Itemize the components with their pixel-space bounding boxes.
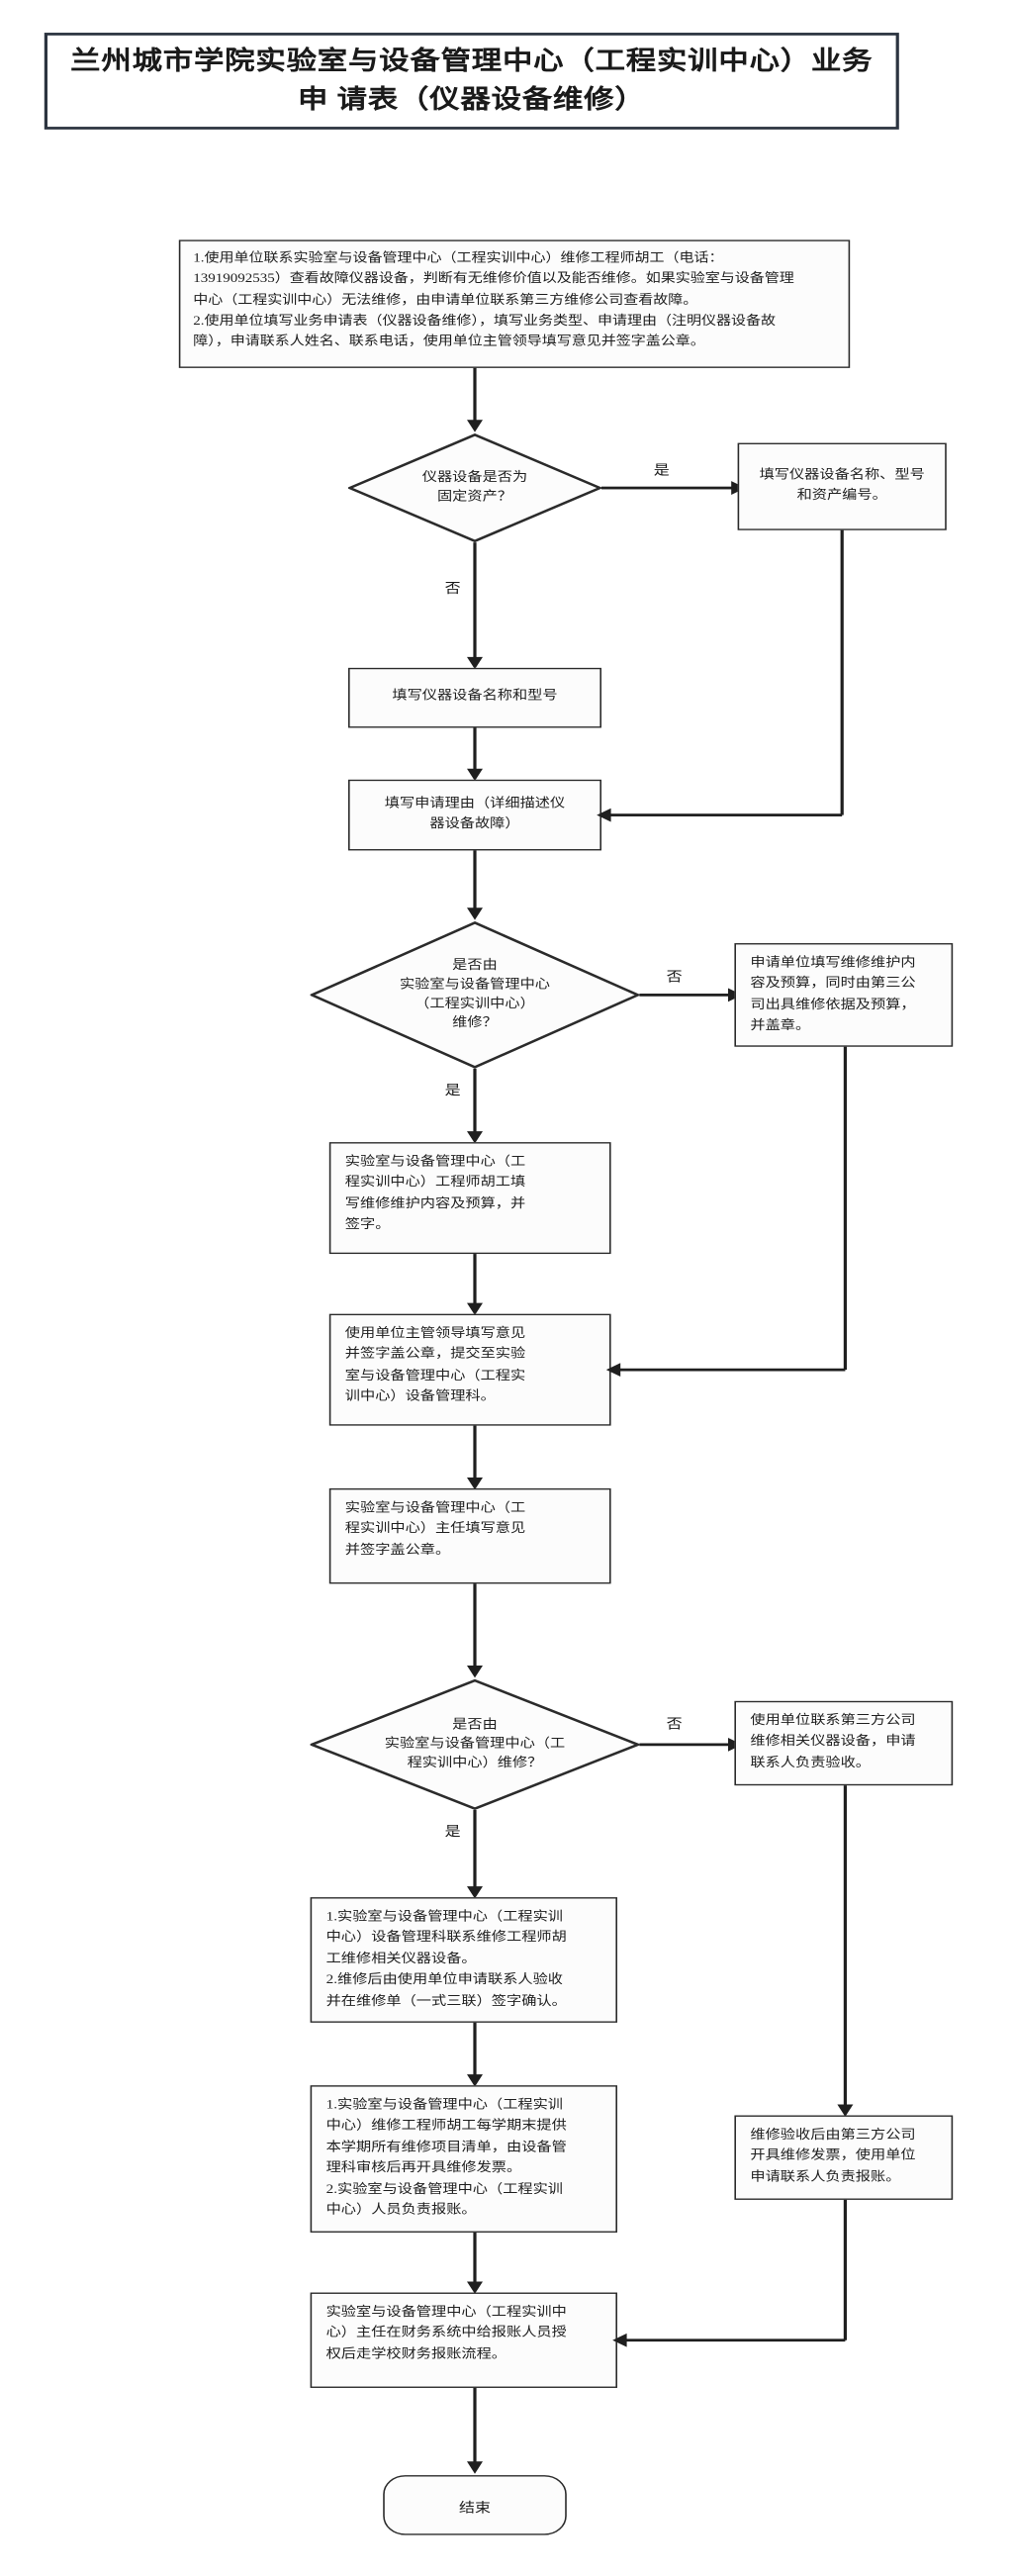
node-invoice-process-label: 1.实验室与设备管理中心（工程实训 中心）维修工程师胡工每学期末提供 本学期所有… [325,2098,567,2218]
edge-reason-to-decision2 [473,850,477,911]
edge-budget-to-leader [473,1254,477,1306]
node-third-party-quote-label: 申请单位填写维修维护内 容及预算，同时由第三公 司出具维修依据及预算， 并盖章。 [750,956,916,1034]
arrowhead-third-party-repair-down [837,2104,854,2117]
edge-decision1-yes [601,486,738,490]
edge-name-model-to-reason [473,727,477,772]
node-fill-asset-info[interactable]: 填写仪器设备名称、型号 和资产编号。 [737,442,947,530]
edge-repair-to-invoice [473,2022,477,2077]
node-finance-authorize-label: 实验室与设备管理中心（工程实训中 心）主任在财务系统中给报账人员授 权后走学校财… [325,2306,567,2362]
edge-third-party-quote-down [843,1046,847,1371]
node-third-party-repair[interactable]: 使用单位联系第三方公司 维修相关仪器设备，申请 联系人负责验收。 [734,1700,954,1786]
document-title-box: 兰州城市学院实验室与设备管理中心（工程实训中心）业务申 请表（仪器设备维修） [44,33,899,130]
node-fill-asset-info-label: 填写仪器设备名称、型号 和资产编号。 [759,468,925,504]
edge-label-no-1: 否 [444,582,461,598]
node-third-party-invoice[interactable]: 维修验收后由第三方公司 开具维修发票，使用单位 申请联系人负责报账。 [734,2115,954,2200]
arrowhead-to-leader [467,1302,483,1316]
node-fill-reason[interactable]: 填写申请理由（详细描述仪 器设备故障） [348,779,601,851]
arrowhead-to-reason [467,768,483,782]
edge-label-yes-2: 是 [444,1083,461,1099]
decision-repair-by-center-2[interactable]: 是否由 实验室与设备管理中心（工 程实训中心）维修？ [310,1678,640,1810]
arrowhead-decision2-yes [467,1131,483,1144]
edge-third-party-quote-to-leader [613,1368,846,1372]
edge-decision1-no [473,542,477,660]
node-fill-name-model-label: 填写仪器设备名称和型号 [392,690,558,705]
edge-invoice-to-finance [473,2232,477,2285]
arrowhead-third-party-invoice-to-finance [612,2333,627,2347]
edge-third-party-invoice-down [843,2199,847,2340]
edge-third-party-repair-down [843,1785,847,2108]
edge-instructions-to-decision1 [473,367,477,423]
decision-fixed-asset[interactable]: 仪器设备是否为 固定资产？ [348,432,601,543]
diamond-shape-icon [310,1678,640,1810]
node-third-party-invoice-label: 维修验收后由第三方公司 开具维修发票，使用单位 申请联系人负责报账。 [750,2129,916,2185]
arrowhead-to-invoice [467,2074,483,2087]
edge-label-no-2: 否 [666,970,683,986]
edge-label-no-3: 否 [666,1717,683,1733]
arrowhead-to-finance [467,2281,483,2294]
instructions-box: 1.使用单位联系实验室与设备管理中心（工程实训中心）维修工程师胡工（电话： 13… [178,239,851,368]
diamond-shape-icon [348,432,601,543]
arrowhead-to-decision3 [467,1665,483,1678]
arrowhead-asset-info-to-reason [597,808,611,822]
node-engineer-fill-budget[interactable]: 实验室与设备管理中心（工 程实训中心）工程师胡工填 写维修维护内容及预算，并 签… [328,1142,611,1255]
arrowhead-to-director [467,1477,483,1490]
edge-decision2-yes [473,1068,477,1134]
edge-label-yes-3: 是 [444,1825,461,1841]
arrowhead-to-decision1 [467,420,483,432]
edge-decision2-no [639,994,735,997]
diamond-shape-icon [310,921,640,1069]
node-fill-reason-label: 填写申请理由（详细描述仪 器设备故障） [384,797,566,832]
edge-decision3-no [639,1743,735,1746]
edge-label-yes-1: 是 [653,463,670,479]
edge-decision3-yes [473,1809,477,1889]
arrowhead-to-end [467,2461,483,2474]
node-center-repair-accept[interactable]: 1.实验室与设备管理中心（工程实训 中心）设备管理科联系维修工程师胡 工维修相关… [310,1897,617,2023]
arrowhead-decision1-no [467,656,483,670]
node-end-label: 结束 [459,2500,491,2516]
node-invoice-process[interactable]: 1.实验室与设备管理中心（工程实训 中心）维修工程师胡工每学期末提供 本学期所有… [310,2085,617,2233]
node-director-opinion-label: 实验室与设备管理中心（工 程实训中心）主任填写意见 并签字盖公章。 [344,1501,526,1558]
edge-asset-info-down [840,529,844,815]
edge-third-party-invoice-to-finance [620,2338,846,2341]
node-engineer-fill-budget-label: 实验室与设备管理中心（工 程实训中心）工程师胡工填 写维修维护内容及预算，并 签… [344,1155,526,1233]
node-leader-opinion[interactable]: 使用单位主管领导填写意见 并签字盖公章，提交至实验 室与设备管理中心（工程实 训… [328,1313,611,1426]
node-finance-authorize[interactable]: 实验室与设备管理中心（工程实训中 心）主任在财务系统中给报账人员授 权后走学校财… [310,2292,617,2388]
edge-finance-to-end [473,2387,477,2465]
decision-repair-by-center-1-label: 是否由 实验室与设备管理中心 （工程实训中心） 维修？ [399,958,550,1031]
node-director-opinion[interactable]: 实验室与设备管理中心（工 程实训中心）主任填写意见 并签字盖公章。 [328,1487,611,1584]
decision-repair-by-center-2-label: 是否由 实验室与设备管理中心（工 程实训中心）维修？ [384,1718,566,1771]
node-end[interactable]: 结束 [383,2475,567,2535]
arrowhead-to-decision2 [467,907,483,920]
node-leader-opinion-label: 使用单位主管领导填写意见 并签字盖公章，提交至实验 室与设备管理中心（工程实 训… [344,1327,526,1404]
node-center-repair-accept-label: 1.实验室与设备管理中心（工程实训 中心）设备管理科联系维修工程师胡 工维修相关… [325,1910,567,2009]
instructions-text: 1.使用单位联系实验室与设备管理中心（工程实训中心）维修工程师胡工（电话： 13… [193,251,794,350]
edge-leader-to-director [473,1425,477,1480]
edge-director-to-decision3 [473,1583,477,1669]
decision-fixed-asset-label: 仪器设备是否为 固定资产？ [421,471,528,505]
node-third-party-quote[interactable]: 申请单位填写维修维护内 容及预算，同时由第三公 司出具维修依据及预算， 并盖章。 [734,943,954,1047]
edge-asset-info-to-reason [604,813,843,816]
page-title: 兰州城市学院实验室与设备管理中心（工程实训中心）业务申 请表（仪器设备维修） [70,48,874,115]
node-third-party-repair-label: 使用单位联系第三方公司 维修相关仪器设备，申请 联系人负责验收。 [750,1714,916,1770]
arrowhead-third-party-quote-to-leader [605,1363,621,1378]
arrowhead-decision3-yes [467,1886,483,1899]
node-fill-name-model[interactable]: 填写仪器设备名称和型号 [348,667,601,728]
decision-repair-by-center-1-main[interactable]: 是否由 实验室与设备管理中心 （工程实训中心） 维修？ [310,921,640,1069]
